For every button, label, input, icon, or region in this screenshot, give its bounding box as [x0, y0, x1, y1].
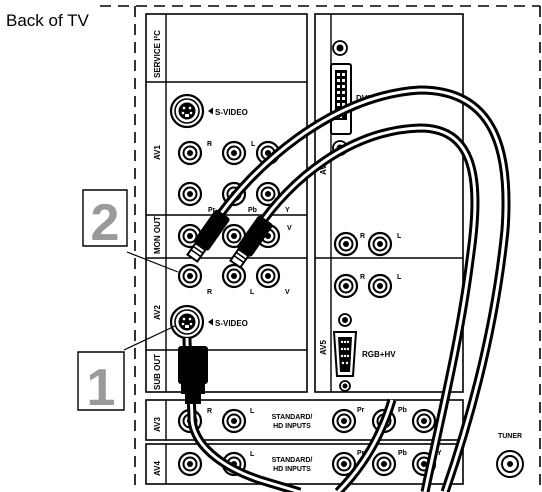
- av2-audio-l-jack: [221, 263, 247, 289]
- av3-standard-label-line1: STANDARD/: [272, 414, 313, 421]
- page-title: Back of TV: [6, 11, 89, 30]
- section-label-av4: AV4: [153, 460, 162, 476]
- av1-pb-label: Pb: [248, 207, 257, 214]
- tuner-label: TUNER: [498, 433, 522, 440]
- av3-pr-label: Pr: [357, 407, 365, 414]
- section-label-av3: AV3: [153, 416, 162, 432]
- av2-audio-r-jack: [177, 263, 203, 289]
- step-2-callout: 2: [82, 189, 179, 273]
- av4-pb-label: Pb: [398, 450, 407, 457]
- av5-l-label: L: [397, 274, 402, 281]
- av4-standard-label-line1: STANDARD/: [272, 457, 313, 464]
- screw-icon: [338, 313, 352, 327]
- av2-svideo-label: S-VIDEO: [215, 319, 248, 328]
- av3-r-label: R: [207, 408, 212, 415]
- av4-pr-label: Pr: [357, 450, 365, 457]
- av5-r-label: R: [360, 274, 365, 281]
- step-2-number: 2: [91, 194, 120, 252]
- section-label-av6: AV6: [319, 159, 328, 175]
- av6-r-label: R: [360, 233, 365, 240]
- av2-video-jack: [255, 263, 281, 289]
- section-dividers: [146, 81, 307, 351]
- av2-v-label: V: [285, 289, 290, 296]
- av1-svideo-label: S-VIDEO: [215, 108, 248, 117]
- av4-standard-label-line2: HD INPUTS: [273, 466, 311, 473]
- av1-pr-label: Pr: [208, 207, 216, 214]
- av6-audio-l-jack: [367, 231, 393, 257]
- av2-r-label: R: [207, 289, 212, 296]
- av1-y-label: Y: [285, 207, 290, 214]
- screw-icon: [332, 40, 348, 56]
- av1-r-label: R: [207, 141, 212, 148]
- audio-cable-pair: [211, 85, 511, 492]
- av4-audio-r-jack: [177, 451, 203, 477]
- tuner-jack: [496, 450, 524, 478]
- section-label-av1: AV1: [153, 144, 162, 160]
- section-label-av2: AV2: [153, 304, 162, 320]
- av3-l-label: L: [250, 408, 255, 415]
- section-label-sub-out: SUB OUT: [153, 354, 162, 390]
- av1-audio-r-jack: [177, 140, 203, 166]
- av2-l-label: L: [250, 289, 255, 296]
- av1-audio-l-jack: [221, 140, 247, 166]
- tv-outline: [100, 5, 541, 490]
- av1-svideo-jack: [169, 93, 205, 129]
- av6-l-label: L: [397, 233, 402, 240]
- av4-y-label: Y: [437, 450, 442, 457]
- rgbhv-label: RGB+HV: [362, 350, 396, 359]
- av5-audio-r-jack: [333, 273, 359, 299]
- dvi-connector: [330, 63, 352, 135]
- av1-l-label: L: [251, 141, 256, 148]
- av6-audio-r-jack: [333, 231, 359, 257]
- av3-pr-jack: [331, 408, 357, 434]
- av2-svideo-jack: [169, 304, 205, 340]
- av4-pb-jack: [371, 451, 397, 477]
- section-label-service: SERVICE I²C: [153, 30, 162, 78]
- av3-audio-l-jack: [221, 408, 247, 434]
- av1-pr-jack: [177, 181, 203, 207]
- av3-y-jack: [411, 408, 437, 434]
- av4-l-label: L: [250, 451, 255, 458]
- screw-icon: [339, 380, 351, 392]
- av3-pb-label: Pb: [398, 407, 407, 414]
- mon-out-v-label: V: [287, 225, 292, 232]
- section-label-av5: AV5: [319, 339, 328, 355]
- svideo-cable: [178, 337, 302, 492]
- av5-audio-l-jack: [367, 273, 393, 299]
- step-1-callout: 1: [77, 325, 176, 417]
- rgbhv-connector: [332, 331, 358, 377]
- audio-plug-l: [229, 215, 273, 269]
- audio-plug-r: [186, 209, 230, 263]
- section-label-mon-out: MON OUT: [153, 216, 162, 254]
- step-1-number: 1: [87, 359, 116, 417]
- av3-standard-label-line2: HD INPUTS: [273, 423, 311, 430]
